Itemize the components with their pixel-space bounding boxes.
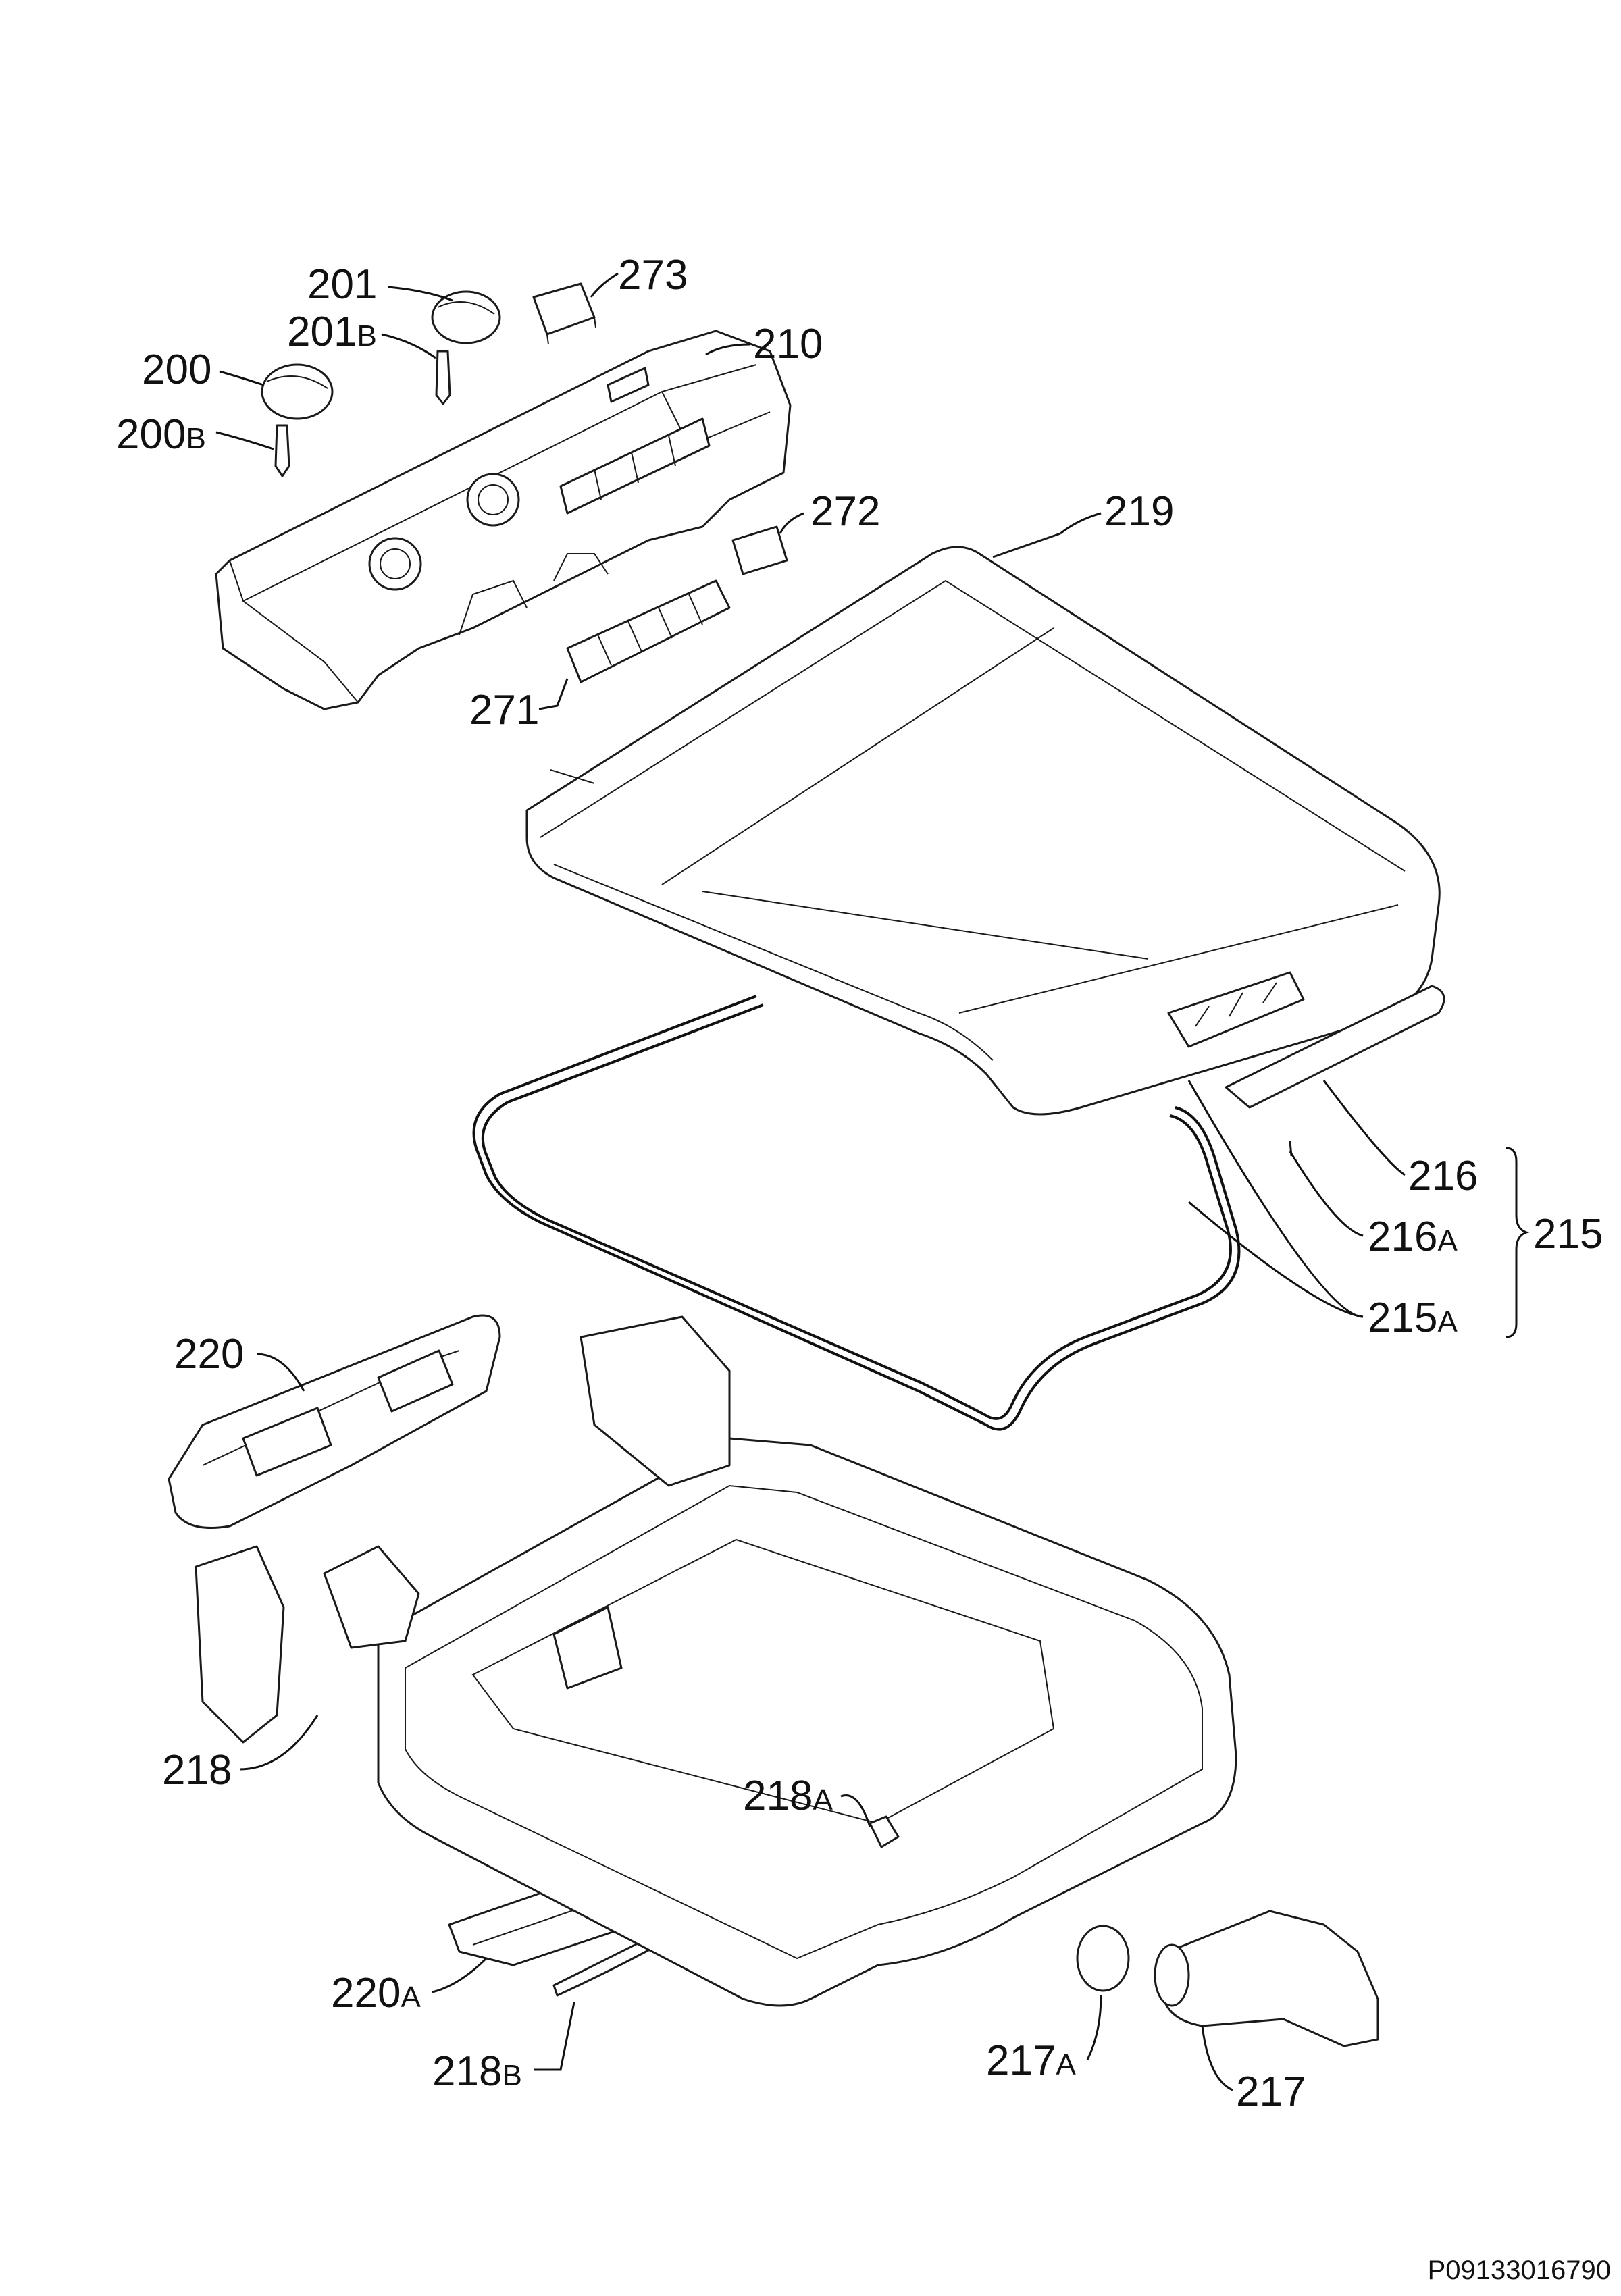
handle-216 [1225, 985, 1445, 1109]
callout-218b: 218B [432, 2048, 522, 2095]
callout-200: 200 [142, 346, 211, 393]
group-bracket-215 [1506, 1147, 1530, 1338]
clip-218a [869, 1815, 900, 1848]
top-frame-218 [195, 1315, 1237, 2007]
shaft-200b [274, 424, 290, 477]
knob-201 [431, 290, 501, 344]
o-ring-217a [1076, 1925, 1130, 1992]
callout-220a: 220A [331, 1970, 421, 2016]
shaft-201b [435, 350, 451, 405]
callout-215: 215 [1533, 1211, 1603, 1257]
callout-200b: 200B [116, 411, 206, 458]
control-panel-210 [215, 330, 792, 710]
callout-271: 271 [469, 687, 539, 733]
button-273 [532, 282, 596, 345]
callout-218a: 218A [743, 1773, 833, 1819]
callout-220: 220 [174, 1331, 244, 1378]
callout-219: 219 [1104, 488, 1174, 535]
gasket-215a [472, 995, 1241, 1431]
callout-217a: 217A [986, 2037, 1076, 2084]
callout-216a: 216A [1368, 1214, 1458, 1260]
button-272 [731, 525, 788, 575]
inlet-217 [1154, 1910, 1379, 2047]
hinge-pin-219 [992, 532, 1061, 558]
callout-273: 273 [618, 252, 688, 298]
callout-216: 216 [1408, 1153, 1478, 1199]
callout-215a: 215A [1368, 1295, 1458, 1341]
leader-lines [215, 272, 1406, 2091]
callout-201: 201 [307, 261, 377, 308]
reference-code: P09133016790 [1428, 2255, 1611, 2285]
callout-210: 210 [753, 321, 823, 367]
callout-272: 272 [810, 488, 880, 535]
knob-200 [261, 363, 334, 420]
callout-201b: 201B [287, 309, 377, 355]
button-block-271 [566, 579, 731, 683]
callout-labels: 201 201B 273 210 200 200B 272 219 271 21… [116, 252, 1611, 2285]
dispenser-220 [168, 1314, 501, 1529]
callout-218: 218 [162, 1747, 232, 1794]
callout-217: 217 [1236, 2068, 1306, 2115]
